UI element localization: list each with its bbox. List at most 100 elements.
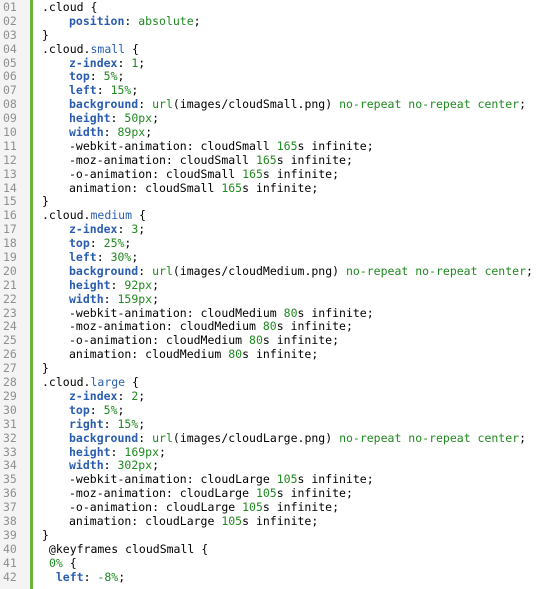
code-text: top: 5%; [42,402,124,418]
code-token: } [42,361,49,376]
line-number: 35 [3,472,17,487]
code-token: 50px [124,111,153,126]
code-token: .cloud [42,0,84,14]
code-token: : [124,13,139,28]
code-token: : [117,388,132,403]
code-token: 105 [276,472,298,487]
code-text: left: -8%; [42,569,125,585]
line-number: 03 [3,27,17,42]
code-token: 302px [117,458,153,473]
line-number: 08 [3,97,17,112]
code-text: left: 30%; [42,250,138,265]
code-line: 03} [0,27,548,43]
code-token: ; [124,236,132,251]
code-token: -o-animation: cloudMedium [69,333,250,348]
code-token: : [110,277,125,292]
code-text: background: url(images/cloudMedium.png) … [42,263,533,279]
code-token: ; [152,111,160,126]
code-token: : [89,402,104,417]
code-token: left [69,83,97,98]
code-text: animation: cloudLarge 105s infinite; [42,513,319,529]
code-token: height [69,277,111,292]
line-number: 07 [3,83,17,98]
code-token: 2 [131,388,139,403]
line-number: 09 [3,111,17,126]
code-token: z-index [69,55,118,70]
code-text: .cloud.small { [42,41,139,57]
code-text: height: 92px; [42,277,159,293]
code-token: : [138,97,153,112]
line-number: 18 [3,236,17,251]
code-token: : [110,111,125,126]
code-token: s infinite; [297,305,374,320]
line-number: 16 [3,208,17,223]
line-number: 22 [3,291,17,306]
code-token: -8% [97,569,119,584]
code-text: top: 25%; [42,236,132,251]
code-token: top [69,69,90,84]
code-text: } [42,28,49,43]
code-token: s infinite; [297,138,374,153]
code-token: 1 [131,55,139,70]
code-token: height [69,444,111,459]
code-token: width [69,458,104,473]
code-text: } [42,361,49,376]
code-token: 80 [262,319,277,334]
line-number: 25 [3,333,17,348]
code-token: 5% [103,69,118,84]
code-line: 11-webkit-animation: cloudSmall 165s inf… [0,138,548,154]
code-token: ; [138,55,146,70]
code-token: 159px [117,291,153,306]
code-token: .cloud. [42,375,91,390]
code-token: : [110,444,125,459]
code-token: .cloud. [42,41,91,56]
code-text: -moz-animation: cloudLarge 105s infinite… [42,486,353,501]
code-token: ; [138,416,146,431]
line-number: 29 [3,388,17,403]
code-line: 24-moz-animation: cloudMedium 80s infini… [0,320,548,334]
code-token: ; [131,83,139,98]
code-text: .cloud.medium { [42,208,146,223]
code-token: s infinite; [276,319,353,334]
line-number-gutter [0,0,30,589]
line-number: 42 [3,569,17,584]
code-line: 41 0% { [0,556,548,571]
code-line: 27} [0,361,548,376]
line-number: 40 [3,541,17,556]
code-line: 40 @keyframes cloudSmall { [0,541,548,557]
code-text: -moz-animation: cloudMedium 80s infinite… [42,320,353,334]
code-token: 105 [255,486,277,501]
code-token: animation: cloudMedium [69,347,229,362]
code-text: 0% { [42,556,77,571]
line-number: 26 [3,347,17,362]
code-text: z-index: 1; [42,55,146,71]
code-line: 28.cloud.large { [0,375,548,390]
code-token: s infinite; [242,513,319,528]
code-token: 92px [124,277,153,292]
code-token: : [103,125,118,140]
code-token: 105 [221,513,243,528]
code-token: no-repeat no-repeat center [339,263,526,278]
code-token: ; [145,125,153,140]
code-token: s infinite; [242,347,319,362]
line-number: 23 [3,305,17,320]
gutter-divider [30,0,33,589]
code-token: ; [159,444,166,459]
code-token: 80 [249,333,263,348]
code-token: ; [526,263,533,278]
code-token: { [125,375,139,390]
code-token: : [117,55,132,70]
code-token: : [103,458,118,473]
code-token: @keyframes cloudSmall { [42,541,209,556]
code-token: { [83,0,98,14]
code-token: : [138,430,153,445]
code-token: 169px [124,444,160,459]
code-token: right [69,416,104,431]
